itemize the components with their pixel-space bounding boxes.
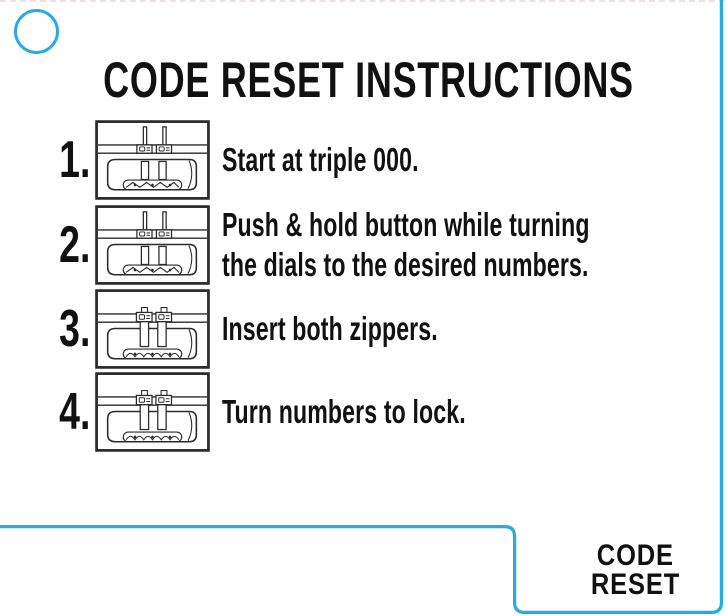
punch-hole-circle: [14, 9, 59, 54]
lock-zippers-raised-icon: [95, 119, 210, 201]
lock-zippers-raised-icon: [95, 204, 210, 286]
step-caption-line: Turn numbers to lock.: [222, 393, 466, 430]
page-title-text: CODE RESET INSTRUCTIONS: [103, 52, 634, 108]
step-caption: Push & hold button while turning the dia…: [222, 204, 725, 286]
step-caption: Start at triple 000.: [222, 119, 503, 201]
step-row-1: 1. Start at triple 000.: [0, 119, 725, 201]
step-caption-line: Start at triple 000.: [222, 141, 419, 178]
step-caption: Insert both zippers.: [222, 288, 530, 370]
badge-line-1: CODE: [596, 539, 675, 572]
step-number: 4.: [58, 383, 90, 441]
step-number: 1.: [58, 131, 90, 189]
step-caption-line: Push & hold button while turning: [222, 206, 590, 243]
step-row-2: 2. Push & hold button while turning the …: [0, 204, 725, 286]
step-number: 3.: [58, 300, 90, 358]
perforation-line: [0, 0, 725, 2]
page-title: CODE RESET INSTRUCTIONS: [0, 54, 712, 106]
lock-zippers-inserted-icon: [95, 288, 210, 370]
step-row-3: 3. Insert both zippers.: [0, 288, 725, 370]
step-caption-line: the dials to the desired numbers.: [222, 246, 589, 283]
step-caption: Turn numbers to lock.: [222, 371, 570, 453]
lock-zippers-inserted-icon: [95, 371, 210, 453]
code-reset-badge: CODE RESET: [558, 539, 713, 601]
step-caption-line: Insert both zippers.: [222, 310, 438, 347]
step-row-4: 4. Turn numbers to lock.: [0, 371, 725, 453]
badge-line-2: RESET: [590, 568, 681, 601]
step-number: 2.: [58, 216, 90, 274]
